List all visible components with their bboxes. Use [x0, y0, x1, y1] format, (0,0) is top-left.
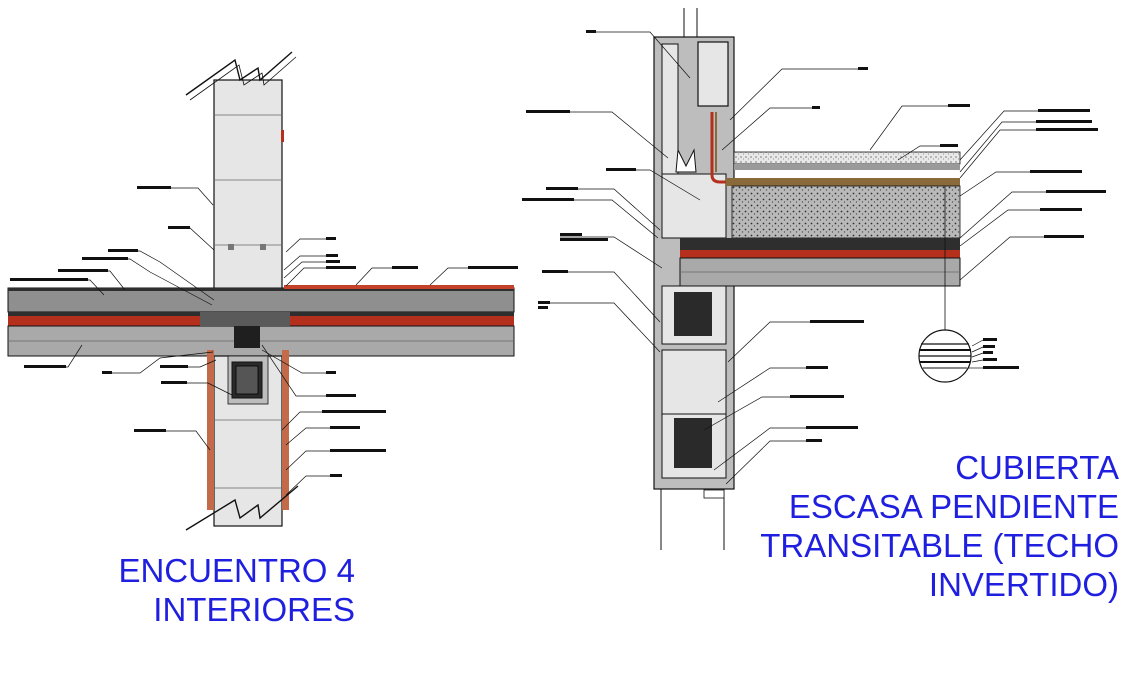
lower-wall [207, 350, 289, 527]
caption-encuentro-interiores: ENCUENTRO 4 INTERIORES [118, 551, 355, 629]
callout-labels [10, 186, 518, 477]
right-detail [522, 8, 1106, 550]
caption-line: ENCUENTRO 4 [118, 552, 355, 589]
caption-line: INTERIORES [153, 591, 355, 628]
floor-slab [7, 285, 515, 357]
caption-line: ESCASA PENDIENTE [788, 488, 1119, 525]
caption-line: INVERTIDO) [928, 566, 1119, 603]
break-line-icon [185, 51, 293, 96]
membrane-upturn [710, 112, 960, 184]
caption-line: CUBIERTA [955, 449, 1119, 486]
detail-bubble-icon [918, 186, 972, 383]
callout-labels [522, 30, 1106, 442]
left-detail [7, 51, 518, 531]
roof-assembly [679, 151, 961, 287]
caption-line: TRANSITABLE (TECHO [760, 527, 1119, 564]
caption-cubierta-invertida: CUBIERTA ESCASA PENDIENTE TRANSITABLE (T… [760, 448, 1119, 604]
break-line-icon [185, 485, 299, 531]
upper-wall [213, 79, 284, 309]
